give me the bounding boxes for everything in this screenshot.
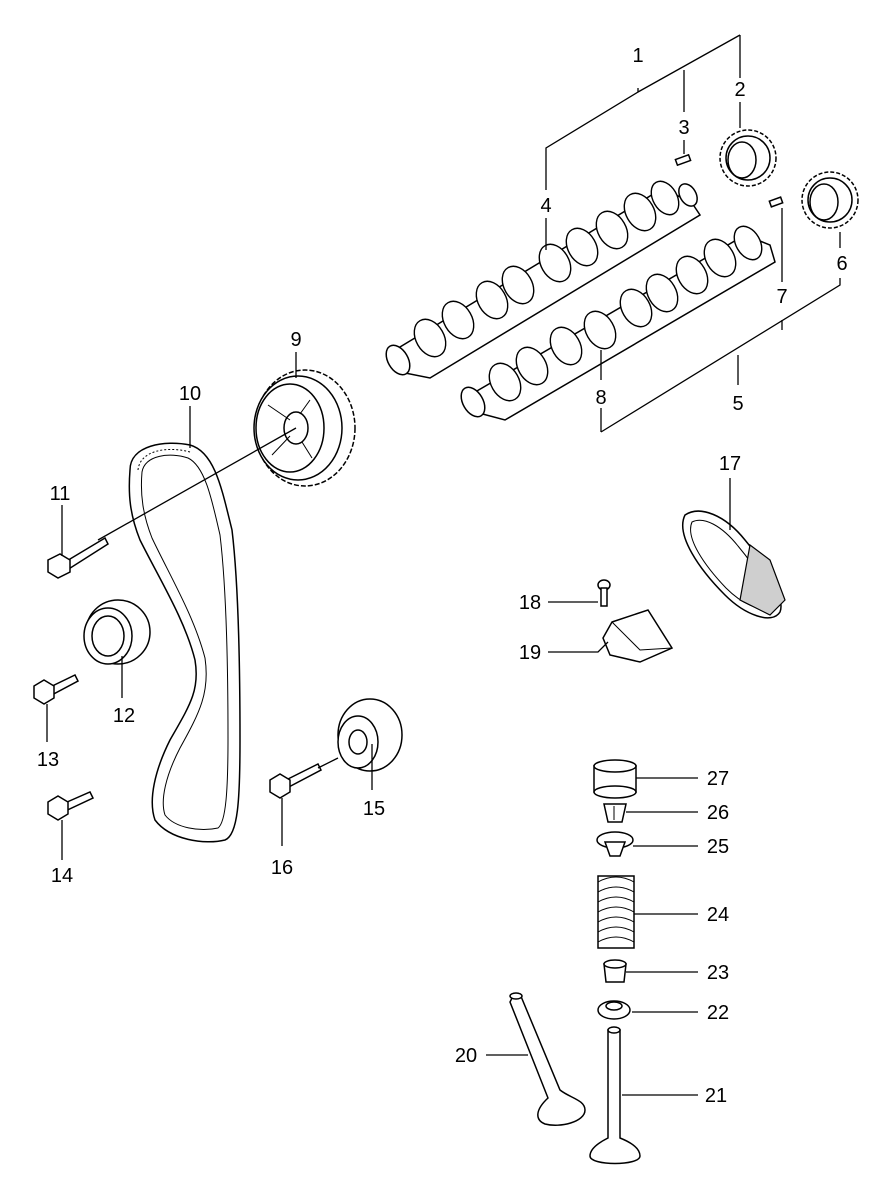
callout-4: 4 — [540, 195, 551, 217]
callout-6: 6 — [836, 253, 847, 275]
valve-exhaust — [589, 1026, 641, 1165]
callout-9: 9 — [290, 329, 301, 351]
key-lower — [768, 196, 784, 208]
bolt-18 — [597, 579, 611, 607]
callout-7: 7 — [776, 286, 787, 308]
callout-21: 21 — [705, 1085, 727, 1107]
camshaft-exhaust — [460, 225, 776, 421]
callout-14: 14 — [51, 865, 73, 887]
bolt-14 — [47, 791, 95, 821]
bolt-13 — [33, 674, 79, 705]
callout-2: 2 — [734, 79, 745, 101]
collet — [603, 803, 627, 823]
idler-pulley — [337, 698, 403, 772]
callout-20: 20 — [455, 1045, 477, 1067]
callout-18: 18 — [519, 592, 541, 614]
valve-spring — [597, 875, 635, 949]
callout-15: 15 — [363, 798, 385, 820]
valve-stem-seal — [603, 959, 627, 983]
callout-26: 26 — [707, 802, 729, 824]
callout-23: 23 — [707, 962, 729, 984]
callout-11: 11 — [50, 483, 71, 505]
tensioner-pulley — [83, 599, 151, 665]
callout-13: 13 — [37, 749, 59, 771]
callout-12: 12 — [113, 705, 135, 727]
camshaft-intake — [385, 180, 702, 379]
callout-16: 16 — [271, 857, 293, 879]
spring-retainer — [596, 831, 634, 857]
callout-5: 5 — [732, 393, 743, 415]
callout-labels: 1 2 3 4 5 6 7 8 9 10 11 12 13 14 15 16 1… — [37, 45, 848, 1107]
callout-3: 3 — [678, 117, 689, 139]
callout-24: 24 — [707, 904, 729, 926]
callout-22: 22 — [707, 1002, 729, 1024]
cam-sprocket-upper — [719, 129, 777, 187]
tappet — [593, 759, 637, 799]
timing-chain — [682, 510, 786, 619]
callout-25: 25 — [707, 836, 729, 858]
bolt-16 — [269, 762, 322, 799]
callout-27: 27 — [707, 768, 729, 790]
callout-8: 8 — [595, 387, 606, 409]
bolt-11 — [47, 536, 109, 579]
spring-seat — [597, 1000, 631, 1020]
callout-10: 10 — [179, 383, 201, 405]
callout-17: 17 — [719, 453, 741, 475]
timing-belt — [128, 442, 241, 843]
valve-intake — [509, 992, 586, 1126]
timing-pulley — [253, 369, 356, 487]
key-upper — [674, 153, 692, 167]
chain-guide — [602, 609, 674, 663]
leader-lines — [46, 34, 841, 1096]
callout-19: 19 — [519, 642, 541, 664]
callout-1: 1 — [632, 45, 643, 67]
cam-sprocket-lower — [801, 171, 859, 229]
